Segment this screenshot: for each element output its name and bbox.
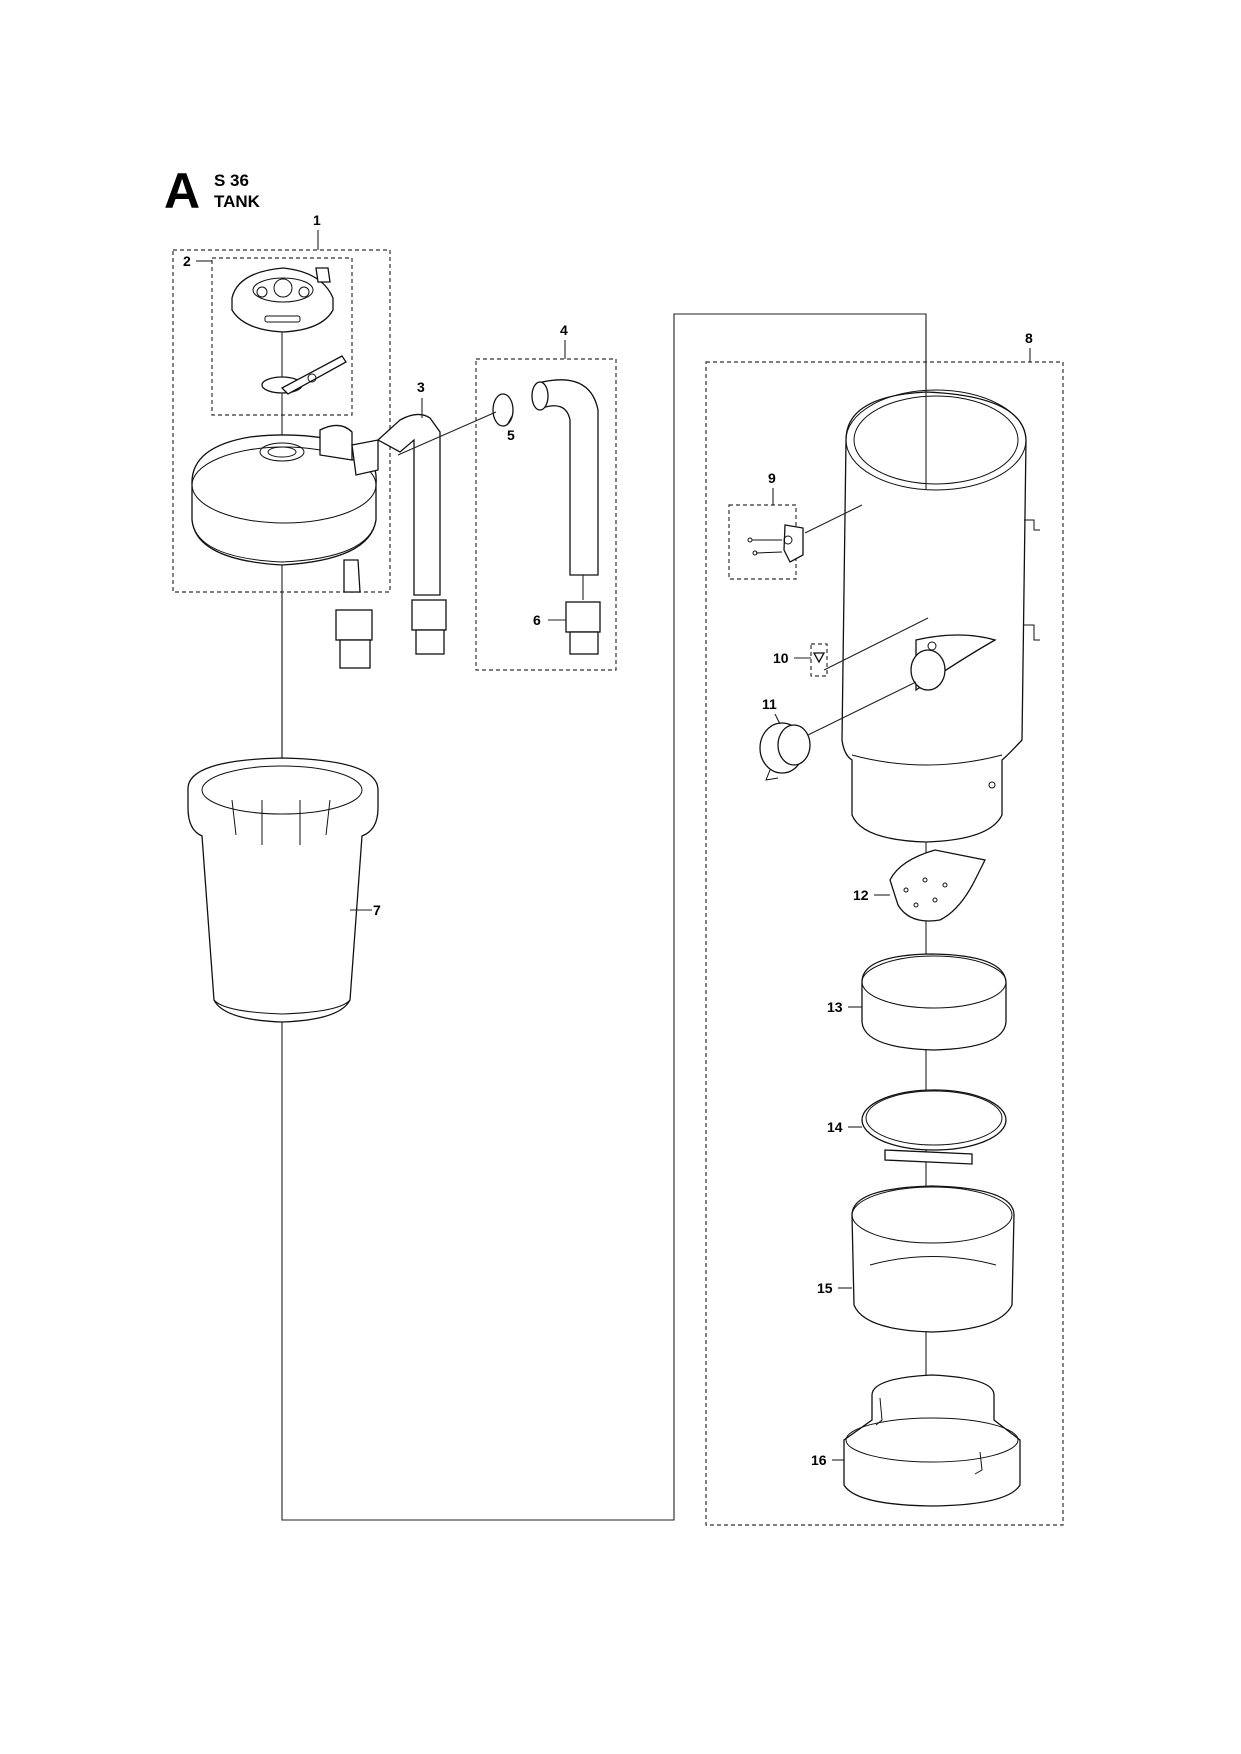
callout-labels: 1 2 3 4 5 6 7 8 9 10 11 12 13 14 15 16 bbox=[183, 212, 1033, 1468]
callout-10: 10 bbox=[773, 650, 789, 666]
callout-9: 9 bbox=[768, 470, 776, 486]
part-9-latch bbox=[747, 524, 804, 563]
callout-14: 14 bbox=[827, 1119, 843, 1135]
callout-8: 8 bbox=[1025, 330, 1033, 346]
callout-16: 16 bbox=[811, 1452, 827, 1468]
part-2-cover bbox=[231, 267, 334, 333]
callout-15: 15 bbox=[817, 1280, 833, 1296]
callout-5: 5 bbox=[507, 427, 515, 443]
part-4-elbow-pipe bbox=[531, 379, 599, 576]
callout-6: 6 bbox=[533, 612, 541, 628]
part-3-pipe bbox=[376, 413, 447, 655]
callout-12: 12 bbox=[853, 887, 869, 903]
part-5-ring bbox=[492, 393, 514, 427]
callout-1: 1 bbox=[313, 212, 321, 228]
group-box-9 bbox=[728, 504, 797, 580]
part-10-screw bbox=[812, 652, 826, 664]
callout-7: 7 bbox=[373, 902, 381, 918]
part-2-valve bbox=[261, 355, 347, 395]
model-label: S 36 bbox=[214, 171, 249, 190]
callout-4: 4 bbox=[560, 322, 568, 338]
group-box-4 bbox=[475, 358, 617, 671]
group-box-10 bbox=[810, 643, 828, 677]
part-1-outlet-pipe bbox=[335, 559, 373, 669]
part-12-flap bbox=[889, 849, 986, 922]
part-1-lid bbox=[191, 424, 379, 566]
part-16-base-ring bbox=[843, 1374, 1021, 1507]
assembly-name: TANK bbox=[214, 192, 260, 211]
group-box-8 bbox=[705, 361, 1064, 1526]
part-7-filter bbox=[187, 757, 379, 1023]
callout-13: 13 bbox=[827, 999, 843, 1015]
part-13-band bbox=[861, 953, 1007, 1051]
part-8-tank bbox=[841, 389, 1040, 843]
part-15-ring bbox=[851, 1185, 1015, 1333]
leader-lines bbox=[196, 230, 1031, 1461]
part-6-coupling bbox=[565, 601, 601, 655]
callout-11: 11 bbox=[762, 696, 777, 712]
part-11-cap bbox=[759, 722, 811, 781]
part-14-clamp-ring bbox=[861, 1089, 1007, 1165]
callout-3: 3 bbox=[417, 379, 425, 395]
callout-2: 2 bbox=[183, 253, 191, 269]
section-letter: A bbox=[164, 163, 201, 219]
